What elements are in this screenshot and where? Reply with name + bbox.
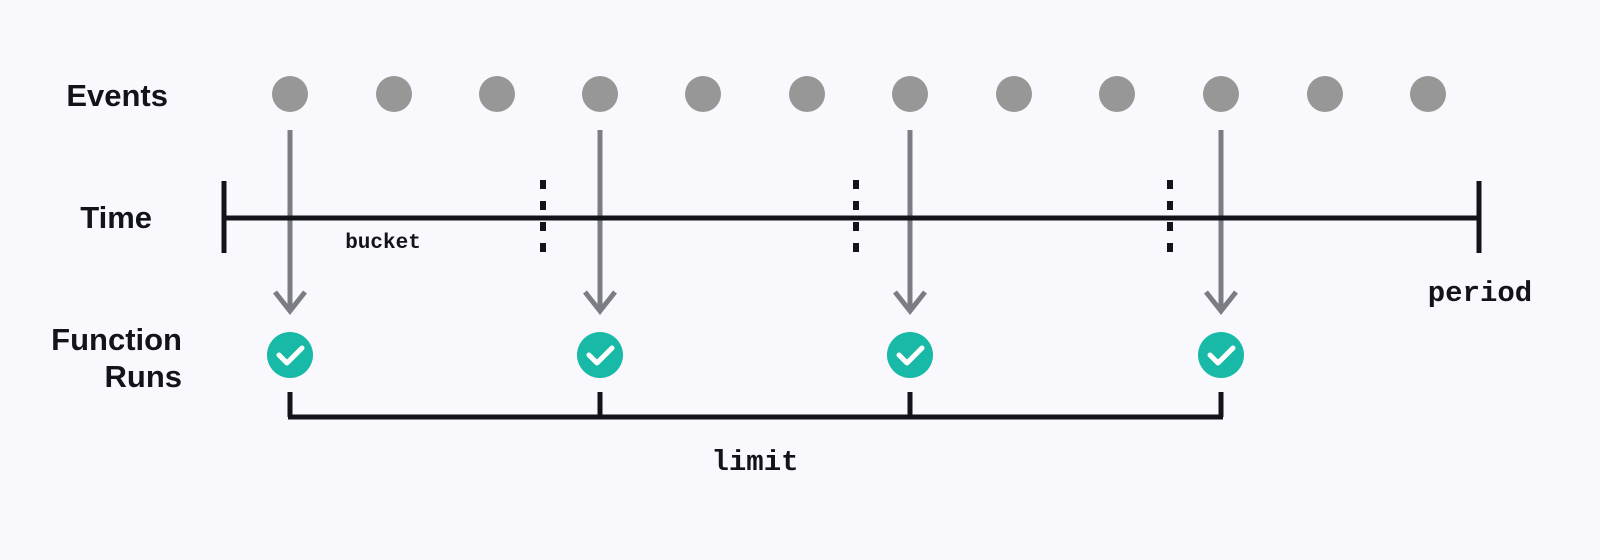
event-dot [1307, 76, 1343, 112]
run-success-circle [267, 332, 313, 378]
time-axis [221, 181, 1482, 253]
event-dot-group [272, 76, 1446, 112]
event-dot [479, 76, 515, 112]
event-dot [892, 76, 928, 112]
row-label-function-runs-line2: Runs [105, 359, 183, 394]
check-icon [586, 345, 615, 366]
event-dot [685, 76, 721, 112]
event-dot [1099, 76, 1135, 112]
event-dot [1203, 76, 1239, 112]
function-run-group [267, 332, 1244, 378]
period-label: period [1428, 277, 1532, 310]
run-success-circle [887, 332, 933, 378]
limit-bracket [287, 392, 1224, 420]
function-run-badge [267, 332, 313, 378]
row-label-function-runs-line1: Function [51, 322, 182, 357]
row-label-events: Events [66, 78, 168, 113]
event-dot [272, 76, 308, 112]
function-run-badge [887, 332, 933, 378]
event-dot [789, 76, 825, 112]
event-dot [996, 76, 1032, 112]
bucket-label: bucket [345, 232, 421, 255]
check-icon [276, 345, 305, 366]
check-icon [896, 345, 925, 366]
event-dot [582, 76, 618, 112]
check-icon [1207, 345, 1236, 366]
function-run-badge [1198, 332, 1244, 378]
limit-label: limit [711, 446, 798, 479]
event-dot [376, 76, 412, 112]
event-dot [1410, 76, 1446, 112]
row-label-time: Time [80, 200, 152, 235]
run-success-circle [577, 332, 623, 378]
function-run-badge [577, 332, 623, 378]
run-success-circle [1198, 332, 1244, 378]
